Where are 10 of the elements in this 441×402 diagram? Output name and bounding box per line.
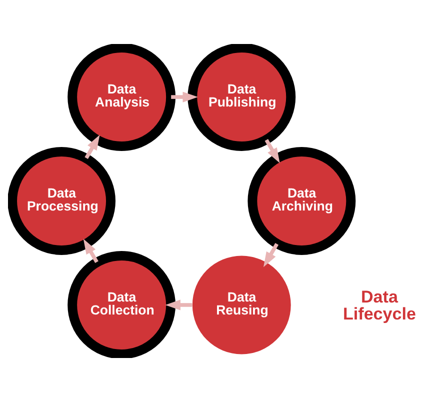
- node-circle: Data Publishing: [188, 44, 296, 151]
- node-circle: Data Reusing: [192, 256, 291, 354]
- arrow: [263, 242, 279, 268]
- arrow: [84, 134, 100, 160]
- node-circle: Data Collection: [68, 251, 176, 358]
- arrow: [165, 300, 192, 310]
- arrow: [83, 238, 98, 264]
- arrow: [264, 138, 280, 164]
- arrow: [171, 92, 198, 102]
- label: Data Lifecycle: [343, 288, 416, 324]
